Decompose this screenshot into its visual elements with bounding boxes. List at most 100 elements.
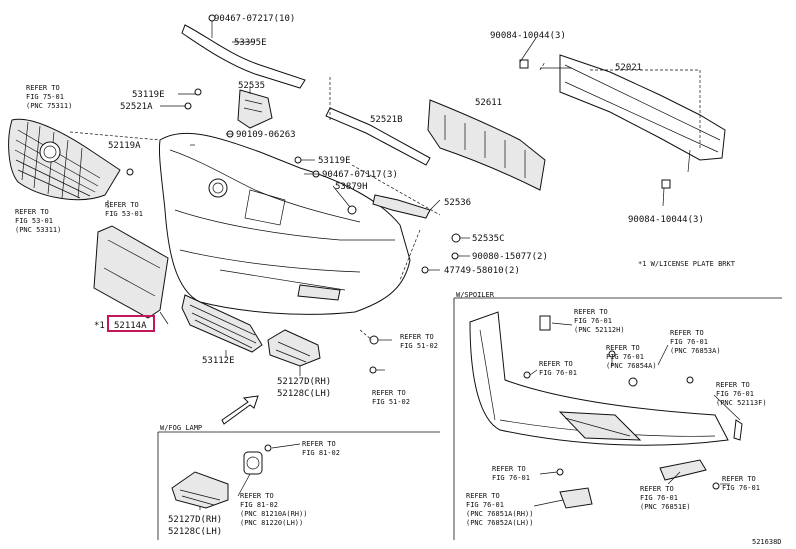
refer-note-line: REFER TO <box>722 475 756 483</box>
upper-grille-drawing <box>8 118 134 201</box>
part-label: 52611 <box>475 98 502 108</box>
refer-note-line: FIG 53-01 <box>15 217 53 225</box>
refer-note-line: FIG 51-02 <box>372 398 410 406</box>
lower-grille-drawing <box>181 294 263 353</box>
refer-note-line: REFER TO <box>466 492 500 500</box>
absorber-drawing <box>427 99 546 191</box>
part-label: 52535C <box>472 234 505 244</box>
part-label: 90084-10044(3) <box>490 31 566 41</box>
reinforcement-drawing <box>519 54 726 189</box>
refer-note-line: (PNC 81220(LH)) <box>240 519 303 527</box>
part-label: 52128C(LH) <box>168 527 222 537</box>
license-plate-note: *1 W/LICENSE PLATE BRKT <box>638 260 736 268</box>
refer-note-line: FIG 76-01 <box>670 338 708 346</box>
fog-box-title: W/FOG LAMP <box>160 424 202 432</box>
part-label: 90467-07117(3) <box>322 170 398 180</box>
part-label: 52119A <box>108 141 141 151</box>
refer-note-line: (PNC 52112H) <box>574 326 625 334</box>
refer-note-line: (PNC 76854A) <box>606 362 657 370</box>
part-label: 53112E <box>202 356 235 366</box>
license-bracket-drawing <box>93 225 169 319</box>
part-label: 53119E <box>132 90 165 100</box>
part-label: 53395E <box>234 38 267 48</box>
part-label: 90467-07217(10) <box>214 14 295 24</box>
refer-note-line: FIG 81-02 <box>302 449 340 457</box>
highlighted-part-box <box>107 315 155 332</box>
refer-note-line: REFER TO <box>716 381 750 389</box>
leader-lines <box>69 21 701 376</box>
refer-note-line: FIG 76-01 <box>574 317 612 325</box>
refer-note-line: FIG 76-01 <box>606 353 644 361</box>
refer-note-line: FIG 53-01 <box>105 210 143 218</box>
part-label: 53879H <box>335 182 368 192</box>
part-label: 52521A <box>120 102 153 112</box>
refer-note-line: REFER TO <box>26 84 60 92</box>
part-label: 52021 <box>615 63 642 73</box>
part-label: 90084-10044(3) <box>628 215 704 225</box>
refer-note-line: (PNC 76851E) <box>640 503 691 511</box>
fog-cover-drawing <box>267 329 321 367</box>
refer-note-line: FIG 76-01 <box>722 484 760 492</box>
refer-note-line: (PNC 52113F) <box>716 399 767 407</box>
refer-note-line: REFER TO <box>670 329 704 337</box>
refer-note-line: REFER TO <box>15 208 49 216</box>
part-label: 52521B <box>370 115 403 125</box>
refer-note-line: (PNC 81210A(RH)) <box>240 510 307 518</box>
part-label: 90109-06263 <box>236 130 296 140</box>
diagram-code: 521638D <box>752 538 782 546</box>
refer-note-line: FIG 76-01 <box>466 501 504 509</box>
refer-note-line: FIG 51-02 <box>400 342 438 350</box>
refer-note-line: REFER TO <box>640 485 674 493</box>
refer-note-line: REFER TO <box>400 333 434 341</box>
refer-note-line: FIG 76-01 <box>492 474 530 482</box>
part-label: 47749-58010(2) <box>444 266 520 276</box>
part-label: 90080-15077(2) <box>472 252 548 262</box>
refer-note-line: REFER TO <box>302 440 336 448</box>
refer-note-line: REFER TO <box>539 360 573 368</box>
side-retainer-drawing <box>372 194 431 219</box>
refer-note-line: FIG 76-01 <box>539 369 577 377</box>
refer-note-line: FIG 76-01 <box>640 494 678 502</box>
star-mark: *1 <box>94 321 105 331</box>
refer-note-line: REFER TO <box>240 492 274 500</box>
refer-note-line: FIG 76-01 <box>716 390 754 398</box>
part-label: 52127D(RH) <box>277 377 331 387</box>
refer-note-line: REFER TO <box>574 308 608 316</box>
part-label: 52128C(LH) <box>277 389 331 399</box>
refer-note-line: REFER TO <box>492 465 526 473</box>
part-number-labels: 90467-07217(10) 53395E 90084-10044(3) 52… <box>108 14 704 537</box>
spoiler-box-title: W/SPOILER <box>456 291 495 299</box>
part-label: 52127D(RH) <box>168 515 222 525</box>
refer-note-line: REFER TO <box>606 344 640 352</box>
bumper-cover-drawing <box>158 132 411 315</box>
refer-note-line: (PNC 76852A(LH)) <box>466 519 533 527</box>
refer-note-line: (PNC 76853A) <box>670 347 721 355</box>
refer-note-line: REFER TO <box>372 389 406 397</box>
part-label: 52535 <box>238 81 265 91</box>
part-label: 53119E <box>318 156 351 166</box>
part-label: 52536 <box>444 198 471 208</box>
refer-note-line: REFER TO <box>105 201 139 209</box>
upper-retainer-drawing <box>181 24 431 166</box>
refer-note-line: (PNC 75311) <box>26 102 72 110</box>
